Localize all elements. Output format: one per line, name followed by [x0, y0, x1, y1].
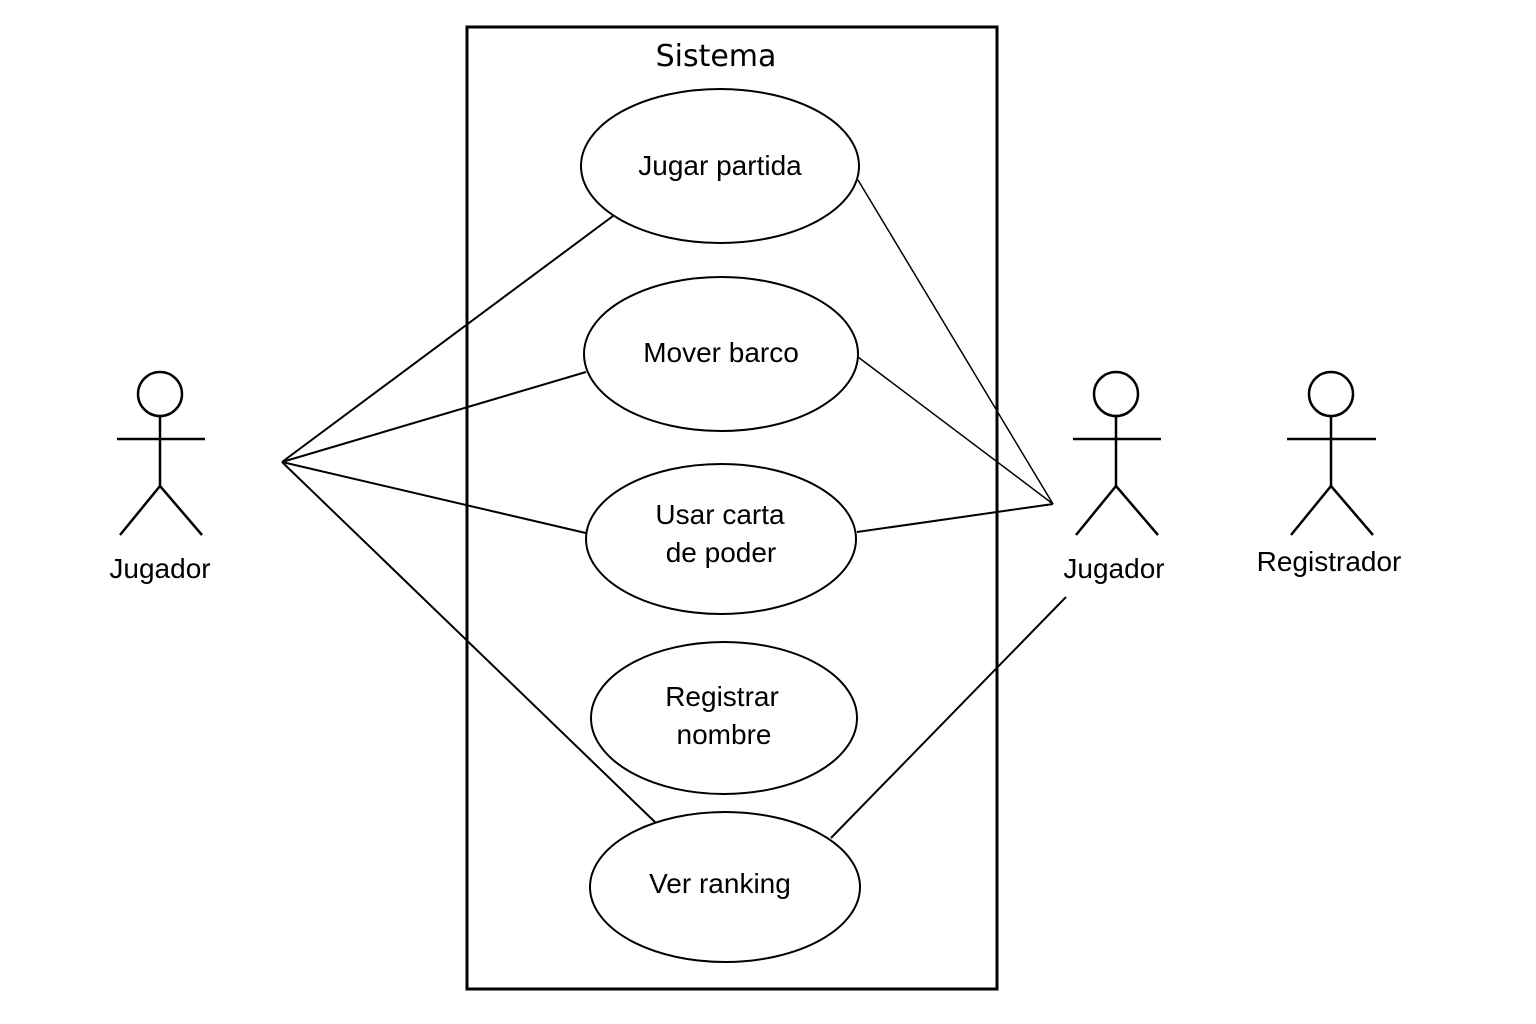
actor-label-jugador-right: Jugador: [1063, 553, 1164, 584]
actor-right-leg: [1330, 485, 1374, 536]
associations: [281, 179, 1067, 839]
use-case-label-line-1: Usar carta: [655, 499, 785, 530]
actor-jugador-right: [1073, 370, 1161, 536]
actor-head: [1307, 370, 1355, 418]
actor-left-leg: [1075, 485, 1117, 536]
actor-right-leg: [1115, 485, 1159, 536]
use-case-ellipse: [590, 641, 858, 795]
system-box: [465, 25, 999, 991]
use-case-label: Jugar partida: [638, 150, 802, 181]
actor-head: [136, 370, 184, 418]
use-case-usar-carta: Usar carta de poder: [585, 463, 857, 615]
actor-label-jugador-left: Jugador: [109, 553, 210, 584]
use-case-ellipse: [589, 811, 861, 963]
use-case-label-line-2: de poder: [666, 537, 777, 568]
use-case-label: Mover barco: [643, 337, 799, 368]
association-right-jugar-partida: [857, 179, 1054, 505]
association-right-usar-carta: [856, 503, 1054, 533]
actor-label-registrador: Registrador: [1257, 546, 1402, 577]
association-left-jugar-partida: [281, 215, 614, 463]
use-case-label: Ver ranking: [649, 868, 791, 899]
association-left-ver-ranking: [281, 461, 658, 825]
use-case-ellipse: [580, 88, 860, 244]
use-case-mover-barco: Mover barco: [583, 276, 859, 432]
system-boundary: Sistema: [465, 25, 999, 991]
association-right-ver-ranking: [830, 596, 1067, 839]
use-case-ellipse: [585, 463, 857, 615]
use-case-registrar-nombre: Registrar nombre: [590, 641, 858, 795]
system-title: Sistema: [656, 39, 777, 74]
association-left-mover-barco: [281, 371, 587, 463]
actor-jugador-left: [117, 370, 205, 536]
association-right-mover-barco: [857, 356, 1054, 505]
actor-right-leg: [159, 485, 203, 536]
use-case-ver-ranking: Ver ranking: [589, 811, 861, 963]
use-case-jugar-partida: Jugar partida: [580, 88, 860, 244]
use-case-label-line-2: nombre: [677, 719, 772, 750]
association-left-usar-carta: [281, 461, 591, 535]
actor-head: [1092, 370, 1140, 418]
use-case-label-line-1: Registrar: [665, 681, 779, 712]
actor-left-leg: [1290, 485, 1332, 536]
actor-registrador: [1287, 370, 1376, 536]
actor-left-leg: [119, 485, 161, 536]
use-case-ellipse: [583, 276, 859, 432]
